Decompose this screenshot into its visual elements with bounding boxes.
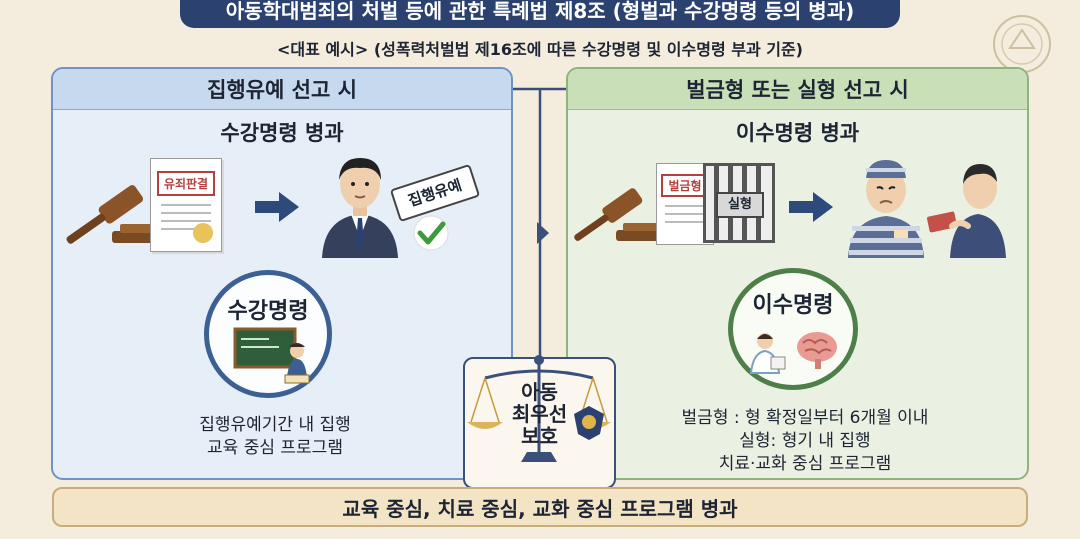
lecture-order-circle: 수강명령 xyxy=(204,270,332,398)
police-emblem-icon xyxy=(574,406,604,440)
lecture-order-label: 수강명령 xyxy=(227,299,309,324)
left-panel-heading: 집행유예 선고 시 xyxy=(53,69,511,110)
completion-order-label: 이수명령 xyxy=(752,293,834,318)
seal-icon xyxy=(993,15,1051,73)
right-description-line: 벌금형 : 형 확정일부터 6개월 이내 xyxy=(681,408,929,428)
completion-order-circle: 이수명령 xyxy=(728,268,858,390)
jail-icon: 실형 xyxy=(703,163,775,243)
checkmark-icon xyxy=(413,215,449,251)
child-protection-text: 아동 최우선 보호 xyxy=(503,381,576,447)
right-description-line: 실형: 형기 내 집행 xyxy=(739,431,871,451)
verdict-document: 유죄판결 xyxy=(150,158,222,252)
summary-bar: 교육 중심, 치료 중심, 교화 중심 프로그램 병과 xyxy=(52,487,1028,527)
arrow-right-icon xyxy=(255,192,299,222)
doctor-brain-icon xyxy=(749,332,837,374)
verdict-document-label: 유죄판결 xyxy=(157,171,215,196)
summary-text: 교육 중심, 치료 중심, 교화 중심 프로그램 병과 xyxy=(342,496,738,521)
child-protection-line: 보호 xyxy=(521,424,558,448)
left-panel-subheading: 수강명령 병과 xyxy=(220,121,344,145)
left-description-line: 교육 중심 프로그램 xyxy=(207,438,343,458)
defendant-icon xyxy=(322,158,398,258)
fine-document-label: 벌금형 xyxy=(661,174,709,197)
subtitle: <대표 예시> (성폭력처벌법 제16조에 따른 수강명령 및 이수명령 부과 … xyxy=(277,40,803,59)
teacher-blackboard-icon xyxy=(233,327,310,384)
title-bar: 아동학대범죄의 처벌 등에 관한 특례법 제8조 (형벌과 수강명령 등의 병과… xyxy=(180,0,900,28)
right-panel-heading: 벌금형 또는 실형 선고 시 xyxy=(568,69,1027,110)
child-protection-line: 아동 xyxy=(521,380,558,404)
right-panel-subheading: 이수명령 병과 xyxy=(735,121,860,145)
arrow-right-icon xyxy=(789,192,833,222)
page-title: 아동학대범죄의 처벌 등에 관한 특례법 제8조 (형벌과 수강명령 등의 병과… xyxy=(225,0,855,23)
prisoner-icon xyxy=(848,160,924,258)
left-description-line: 집행유예기간 내 집행 xyxy=(199,415,351,435)
jail-label: 실형 xyxy=(716,192,764,218)
right-description-line: 치료·교화 중심 프로그램 xyxy=(718,454,892,474)
seal-stamp-icon xyxy=(193,223,213,243)
left-description: 집행유예기간 내 집행 교육 중심 프로그램 xyxy=(150,414,400,460)
child-protection-line: 최우선 xyxy=(511,402,568,426)
officer-icon xyxy=(927,164,1006,258)
right-description: 벌금형 : 형 확정일부터 6개월 이내 실형: 형기 내 집행 치료·교화 중… xyxy=(650,407,960,476)
